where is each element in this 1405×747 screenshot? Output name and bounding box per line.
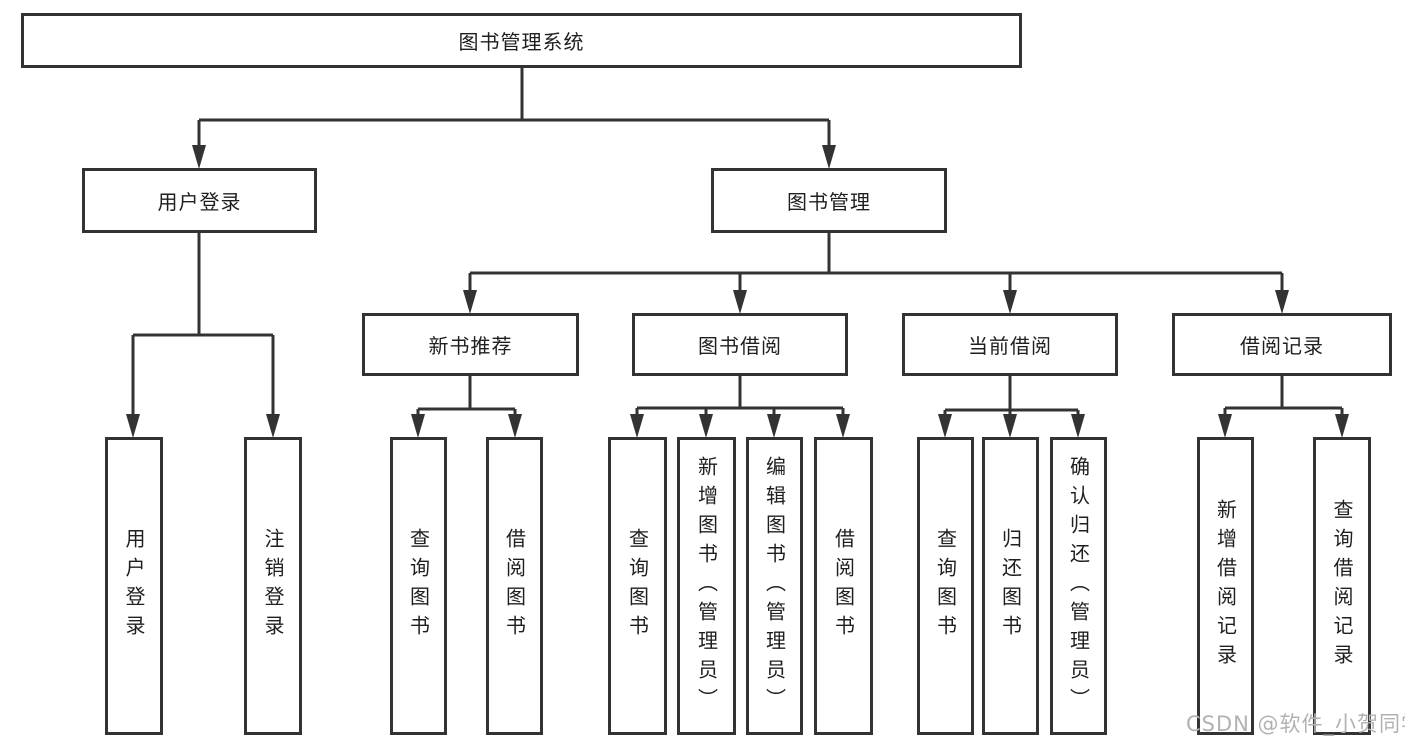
leaf-query-borrow-record: 查询借阅记录 xyxy=(1313,437,1371,735)
node-root-system: 图书管理系统 xyxy=(21,13,1022,68)
leaf-user-login: 用户登录 xyxy=(105,437,163,735)
leaf-label: 编辑图书（管理员） xyxy=(762,455,787,717)
leaf-label: 查询借阅记录 xyxy=(1330,499,1354,673)
connector-root-to-level2 xyxy=(197,68,831,148)
leaf-label: 查询图书 xyxy=(625,528,650,644)
connector-user-login-children xyxy=(131,233,275,416)
csdn-watermark: CSDN @软件_小贺同学 xyxy=(1186,712,1405,736)
connector-book-borrow-children xyxy=(635,376,845,417)
leaf-query-books-current: 查询图书 xyxy=(917,437,974,735)
connector-new-book-children xyxy=(416,376,517,417)
leaf-label: 注销登录 xyxy=(261,528,285,644)
connector-borrow-records-children xyxy=(1223,376,1344,417)
leaf-label: 查询图书 xyxy=(406,528,431,644)
leaf-label: 借阅图书 xyxy=(502,528,527,644)
node-book-borrow: 图书借阅 xyxy=(632,313,848,376)
node-user-login-branch: 用户登录 xyxy=(82,168,317,233)
leaf-borrow-books-recommend: 借阅图书 xyxy=(486,437,543,735)
leaf-logout: 注销登录 xyxy=(244,437,302,735)
node-current-borrow: 当前借阅 xyxy=(902,313,1118,376)
leaf-label: 新增借阅记录 xyxy=(1213,499,1238,673)
node-new-book-recommend: 新书推荐 xyxy=(362,313,579,376)
leaf-confirm-return-admin: 确认归还（管理员） xyxy=(1050,437,1107,735)
leaf-label: 确认归还（管理员） xyxy=(1066,455,1091,717)
leaf-label: 借阅图书 xyxy=(831,528,856,644)
leaf-query-books-recommend: 查询图书 xyxy=(390,437,447,735)
leaf-return-books: 归还图书 xyxy=(982,437,1039,735)
connector-book-management-sections xyxy=(468,233,1284,292)
connector-current-borrow-children xyxy=(943,376,1080,417)
arrowheads xyxy=(126,145,1349,438)
leaf-add-borrow-record: 新增借阅记录 xyxy=(1197,437,1254,735)
leaf-add-books-admin: 新增图书（管理员） xyxy=(677,437,736,735)
leaf-borrow-books: 借阅图书 xyxy=(814,437,873,735)
leaf-query-books-borrow: 查询图书 xyxy=(608,437,667,735)
leaf-label: 新增图书（管理员） xyxy=(694,455,719,717)
node-borrow-records: 借阅记录 xyxy=(1172,313,1392,376)
leaf-label: 归还图书 xyxy=(998,528,1023,644)
leaf-label: 查询图书 xyxy=(933,528,958,644)
leaf-label: 用户登录 xyxy=(122,528,146,644)
leaf-edit-books-admin: 编辑图书（管理员） xyxy=(746,437,803,735)
node-book-management-branch: 图书管理 xyxy=(711,168,947,233)
